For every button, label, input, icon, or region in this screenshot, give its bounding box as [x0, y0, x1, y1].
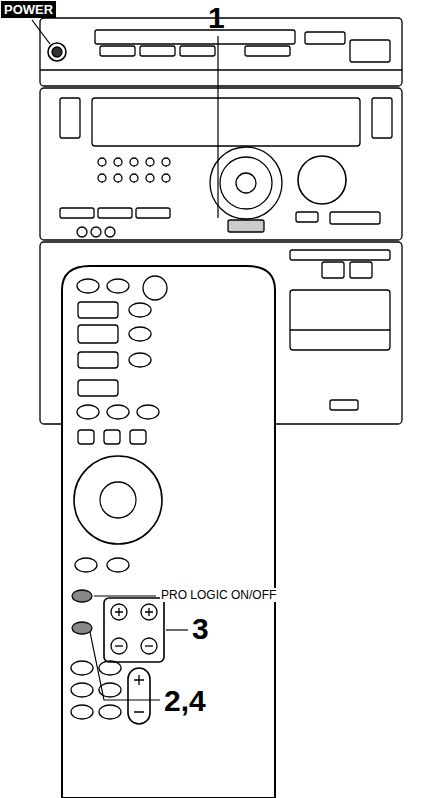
button-name: POWER	[1, 1, 56, 18]
callout-number: 2,4	[164, 684, 206, 718]
callout-number: 1	[208, 1, 225, 35]
button-name: PRO LOGIC ON/OFF	[160, 588, 277, 602]
callout-number: 3	[192, 612, 209, 646]
